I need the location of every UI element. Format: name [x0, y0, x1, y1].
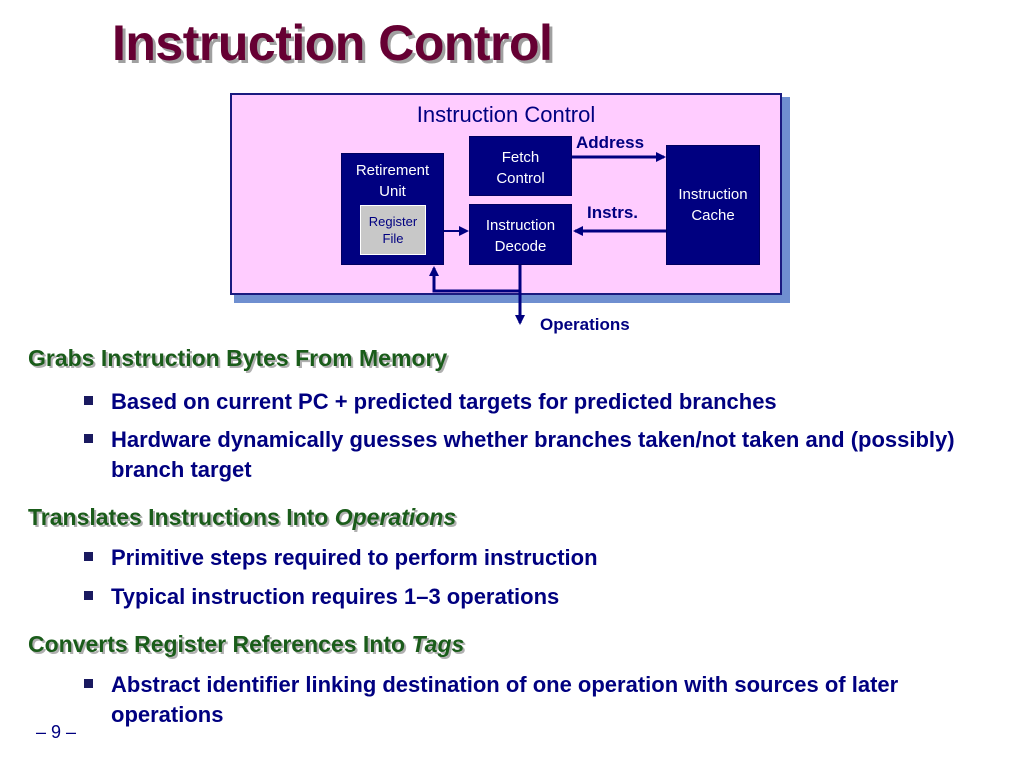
bullet-item: Primitive steps required to perform inst…	[84, 543, 984, 573]
section-heading-3-text: Converts Register References Into	[28, 631, 412, 657]
instruction-decode-line1: Instruction	[485, 217, 556, 234]
section-heading-2: Translates Instructions Into Operations	[28, 504, 456, 531]
bullet-item: Typical instruction requires 1–3 operati…	[84, 582, 984, 612]
bullet-text: Based on current PC + predicted targets …	[111, 389, 777, 414]
bullet-text: Typical instruction requires 1–3 operati…	[111, 584, 560, 609]
fetch-control-line1: Fetch	[501, 149, 540, 166]
section-heading-1: Grabs Instruction Bytes From Memory	[28, 345, 447, 372]
section-heading-2-italic: Operations	[334, 504, 457, 530]
instruction-decode-line2: Decode	[494, 238, 547, 255]
fetch-control-box: Fetch Control	[469, 136, 572, 196]
retirement-unit-line1: Retirement	[355, 162, 430, 179]
register-file-line1: Register	[368, 214, 418, 229]
square-bullet-icon	[84, 434, 93, 443]
register-file-line2: File	[382, 231, 404, 246]
instruction-cache-box: Instruction Cache	[666, 145, 760, 265]
slide-title: Instruction Control	[112, 15, 553, 71]
section-heading-2-text: Translates Instructions Into	[28, 504, 335, 530]
bullet-item: Abstract identifier linking destination …	[84, 670, 984, 730]
operations-label: Operations	[540, 315, 630, 334]
section-heading-1-text: Grabs Instruction Bytes From Memory	[28, 345, 448, 371]
panel-title: Instruction Control	[416, 102, 596, 127]
square-bullet-icon	[84, 396, 93, 405]
bullet-text: Hardware dynamically guesses whether bra…	[111, 427, 955, 482]
instruction-cache-line1: Instruction	[678, 186, 748, 203]
square-bullet-icon	[84, 679, 93, 688]
feedback-arrow	[429, 266, 520, 293]
section-heading-3: Converts Register References Into Tags	[28, 631, 464, 658]
bullet-item: Based on current PC + predicted targets …	[84, 387, 984, 417]
bullet-text: Abstract identifier linking destination …	[111, 672, 899, 727]
fetch-control-line2: Control	[496, 170, 545, 187]
address-label: Address	[576, 133, 645, 152]
instruction-decode-box: Instruction Decode	[469, 204, 572, 265]
instrs-label: Instrs.	[587, 203, 639, 222]
square-bullet-icon	[84, 552, 93, 561]
instruction-cache-line2: Cache	[691, 207, 735, 224]
retirement-unit-line2: Unit	[379, 183, 406, 200]
bullet-text: Primitive steps required to perform inst…	[111, 545, 598, 570]
section-heading-3-italic: Tags	[411, 631, 465, 657]
register-file-box: Register File	[360, 205, 426, 255]
square-bullet-icon	[84, 591, 93, 600]
page-number: – 9 –	[36, 722, 77, 742]
bullet-item: Hardware dynamically guesses whether bra…	[84, 425, 984, 485]
